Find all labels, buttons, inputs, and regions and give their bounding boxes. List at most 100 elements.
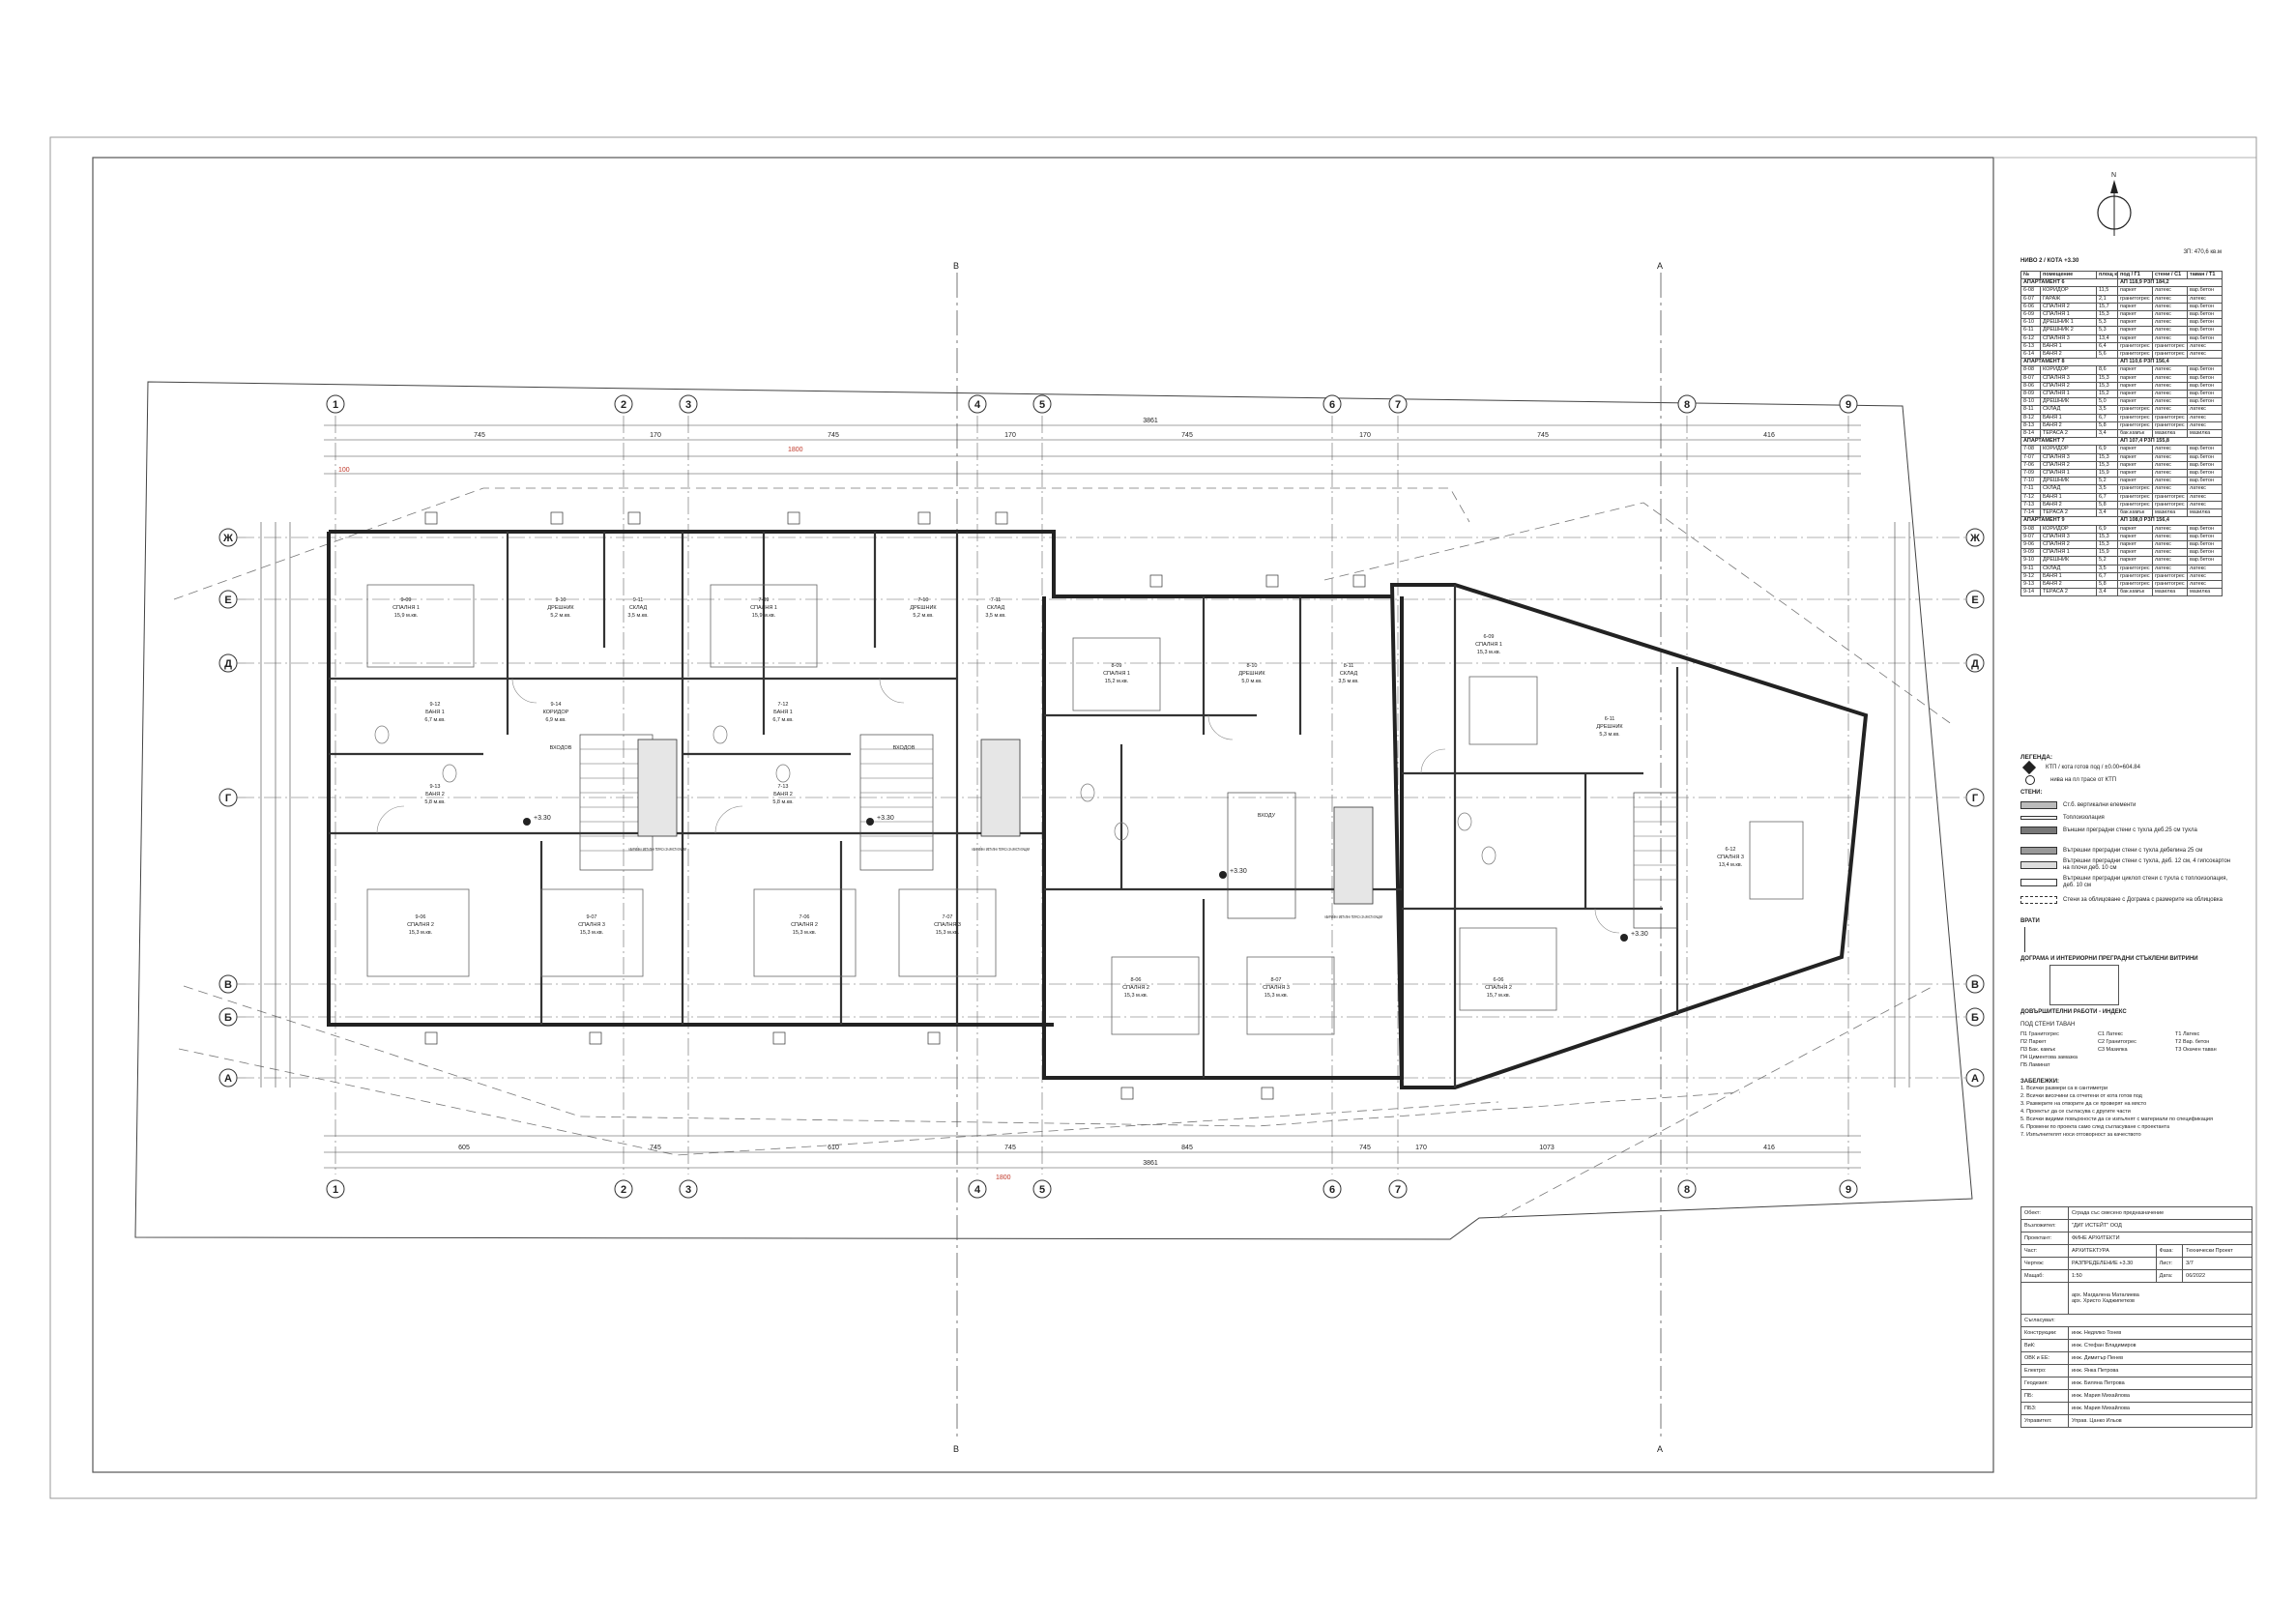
axis-label-e-right: Е — [1971, 594, 1978, 606]
schedule-cell: латекс — [2152, 477, 2188, 486]
finish-floor-item: П5 Ламинат — [2020, 1062, 2050, 1068]
stair-treads — [580, 748, 1677, 881]
schedule-cell: латекс — [2152, 310, 2188, 320]
schedule-cell: СПАЛНЯ 3 — [2040, 452, 2097, 462]
finish-wall-item: С1 Латекс — [2098, 1031, 2123, 1037]
discipline-label: ПБЗ: — [2020, 1402, 2069, 1415]
shaft-label: АВАРИЙНА МЕТАЛНА ТЕРАСА ЗА ИНСТАЛАЦИИ — [628, 845, 686, 852]
investor-value: "ДИГ ИСТЕЙТ" ООД — [2068, 1219, 2252, 1232]
schedule-cell: 9-09 — [2020, 548, 2041, 558]
room-name: БАНЯ 2 — [773, 792, 793, 798]
finish-ceiling-item: Т3 Окачен таван — [2175, 1047, 2217, 1053]
schedule-cell: латекс — [2152, 539, 2188, 550]
discipline-label: Геодезия: — [2020, 1377, 2069, 1390]
installation-shafts — [637, 739, 1374, 905]
schedule-cell: латекс — [2187, 405, 2223, 415]
room-area: 15,2 м.кв. — [1105, 679, 1129, 684]
architect-name: арх. Христо Хаджипетков — [2072, 1298, 2135, 1304]
schedule-cell: латекс — [2152, 556, 2188, 566]
schedule-cell: паркет — [2117, 390, 2153, 399]
room-name: СКЛАД — [987, 605, 1005, 611]
signature-row: Електро:инж. Янка Петрова — [2020, 1364, 2252, 1378]
schedule-cell: 8-14 — [2020, 429, 2041, 439]
axis-label-6-top: 6 — [1329, 399, 1335, 411]
schedule-cell: 6-10 — [2020, 318, 2041, 328]
schedule-cell: 3,5 — [2096, 564, 2118, 573]
axis-label-v-left: В — [224, 979, 232, 991]
schedule-cell: 6,7 — [2096, 571, 2118, 581]
room-name: СПАЛНЯ 1 — [1103, 671, 1130, 677]
schedule-cell: 5,0 — [2096, 397, 2118, 407]
schedule-cell: БАНЯ 1 — [2040, 341, 2097, 352]
finish-wall-item: С2 Гранитогрес — [2098, 1039, 2136, 1045]
room-name: ДРЕШНИК — [910, 605, 937, 611]
schedule-cell: мазилка — [2152, 429, 2188, 439]
room-tag: 6-11 — [1605, 716, 1615, 722]
schedule-cell: латекс — [2152, 532, 2188, 541]
stair-label: ВХОДОВ — [893, 745, 915, 751]
room-tag: 7-12 — [777, 702, 788, 708]
schedule-cell: мазилка — [2187, 508, 2223, 518]
schedule-cell: латекс — [2187, 484, 2223, 494]
schedule-cell: 6,7 — [2096, 492, 2118, 502]
axis-label-3-bottom: 3 — [685, 1184, 691, 1196]
schedule-cell: ДРЕШНИК — [2040, 397, 2097, 407]
schedule-cell: 8-06 — [2020, 381, 2041, 392]
schedule-cell: вар.бетон — [2187, 445, 2223, 454]
schedule-cell: паркет — [2117, 532, 2153, 541]
room-tag: 6-09 — [1483, 634, 1494, 640]
room-area: 5,2 м.кв. — [550, 613, 571, 619]
schedule-cell: латекс — [2152, 452, 2188, 462]
schedule-cell: паркет — [2117, 397, 2153, 407]
schedule-cell: СПАЛНЯ 2 — [2040, 460, 2097, 471]
room-tag: 9-11 — [633, 597, 644, 603]
finish-wall-item: С3 Мазилка — [2098, 1047, 2128, 1053]
cladding-swatch-icon — [2020, 896, 2057, 904]
schedule-cell: 9-12 — [2020, 571, 2041, 581]
dimension-chain-top — [324, 424, 1861, 475]
schedule-total: ЗП: 470,6 кв.м — [2183, 249, 2222, 255]
schedule-cell: паркет — [2117, 452, 2153, 462]
schedule-cell: 3,4 — [2096, 508, 2118, 518]
schedule-cell: 7-13 — [2020, 500, 2041, 510]
schedule-cell: 8-13 — [2020, 420, 2041, 431]
schedule-cell: гранитогрес — [2117, 294, 2153, 304]
section-mark-bottom-a: А — [1657, 1444, 1663, 1454]
room-tag: 9-06 — [415, 914, 425, 920]
elevation-icon — [2021, 760, 2037, 774]
section-lines — [956, 273, 1662, 1440]
axis-label-8-top: 8 — [1684, 399, 1690, 411]
apartment-area: АП 108,0 РЗП 156,4 — [2117, 516, 2223, 526]
dimension-chain-right — [1894, 522, 1910, 1088]
schedule-cell: вар.бетон — [2187, 397, 2223, 407]
stair-label: ВХОДОВ — [550, 745, 572, 751]
note-item: 1. Всички размери са в сантиметри — [2020, 1086, 2108, 1091]
schedule-cell: ТЕРАСА 2 — [2040, 508, 2097, 518]
schedule-cell: вар.бетон — [2187, 302, 2223, 312]
schedule-cell: мазилка — [2152, 588, 2188, 597]
title-block: Обект:Сграда със смесено предназначение … — [2020, 1206, 2252, 1428]
schedule-header-cell: стени / С1 — [2152, 270, 2188, 280]
schedule-cell: 3,5 — [2096, 405, 2118, 415]
room-name: ДРЕШНИК — [1596, 724, 1623, 730]
schedule-cell: СПАЛНЯ 2 — [2040, 302, 2097, 312]
room-area: 6,7 м.кв. — [772, 717, 794, 723]
schedule-cell: латекс — [2152, 326, 2188, 335]
schedule-cell: 15,9 — [2096, 548, 2118, 558]
axis-label-1-top: 1 — [333, 399, 338, 411]
discipline-label: ВиК: — [2020, 1339, 2069, 1352]
schedule-cell: СПАЛНЯ 3 — [2040, 334, 2097, 343]
room-area: 6,9 м.кв. — [545, 717, 567, 723]
schedule-cell: 6-12 — [2020, 334, 2041, 343]
